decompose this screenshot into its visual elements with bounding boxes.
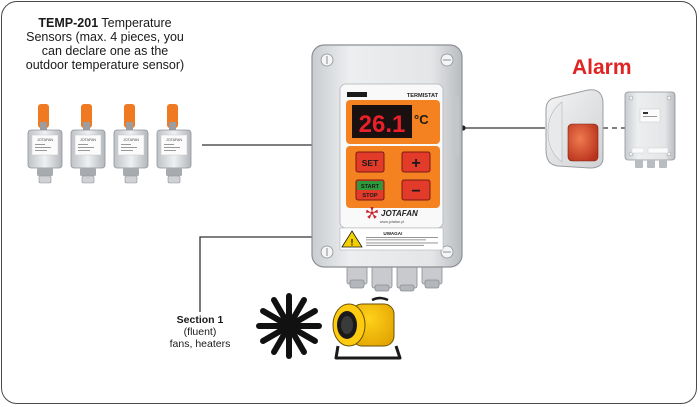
thermostat-controller: TERMISTAT 26.1 °C SET + START STOP (311, 44, 463, 292)
fan-icon (256, 293, 322, 359)
stop-button-label: STOP (362, 193, 377, 199)
brand-website: www.jotafan.pl (380, 220, 405, 224)
temperature-sensor: JOTAFAN (70, 104, 106, 184)
section-connection-line (199, 236, 322, 312)
minus-button[interactable]: − (401, 179, 431, 201)
plus-button[interactable]: + (401, 151, 431, 173)
svg-text:!: ! (351, 238, 354, 248)
sensor-model-name: TEMP-201 (38, 16, 99, 30)
start-stop-button[interactable]: START STOP (355, 179, 385, 201)
temperature-sensor: JOTAFAN (156, 104, 192, 184)
warning-label (339, 227, 444, 251)
fan-logo-icon (365, 207, 379, 219)
brand-name: JOTAFAN (381, 209, 418, 218)
sensor-label-text: JOTAFAN (80, 138, 96, 142)
panel-logo (347, 92, 367, 97)
set-button-label: SET (362, 158, 379, 168)
plus-button-label: + (411, 155, 420, 172)
temperature-sensor: JOTAFAN (113, 104, 149, 184)
alarm-siren (545, 89, 604, 169)
alarm-title: Alarm (572, 56, 632, 79)
sensor-label-text: JOTAFAN (37, 138, 53, 142)
sensor-label-text: JOTAFAN (123, 138, 139, 142)
thermostat-title: TERMISTAT (407, 93, 439, 99)
section-devices: fans, heaters (169, 338, 231, 350)
start-button-label: START (361, 184, 380, 190)
warning-fine-print (366, 237, 438, 246)
section-title: Section 1 (176, 314, 224, 326)
minus-button-label: − (411, 183, 420, 200)
sensors-caption: TEMP-201 Temperature Sensors (max. 4 pie… (20, 16, 190, 72)
heater-icon (332, 296, 402, 360)
temperature-readout: 26.1 (359, 111, 406, 138)
display-screen (352, 105, 412, 138)
set-button[interactable]: SET (355, 151, 385, 173)
sensor-group: JOTAFAN JOTAFAN JOTAFAN (27, 104, 192, 184)
warning-title: UWAGA! (383, 231, 403, 236)
warning-triangle-icon: ! (341, 230, 363, 248)
temperature-unit: °C (414, 112, 429, 127)
sensor-label-text: JOTAFAN (166, 138, 182, 142)
section-mode: (fluent) (183, 326, 217, 338)
section-caption: Section 1 (fluent) fans, heaters (160, 314, 240, 350)
sensor-description: Temperature Sensors (max. 4 pieces, you … (25, 16, 185, 72)
connection-lines (199, 127, 626, 312)
alarm-module (624, 91, 676, 168)
temperature-sensor: JOTAFAN (27, 104, 63, 184)
